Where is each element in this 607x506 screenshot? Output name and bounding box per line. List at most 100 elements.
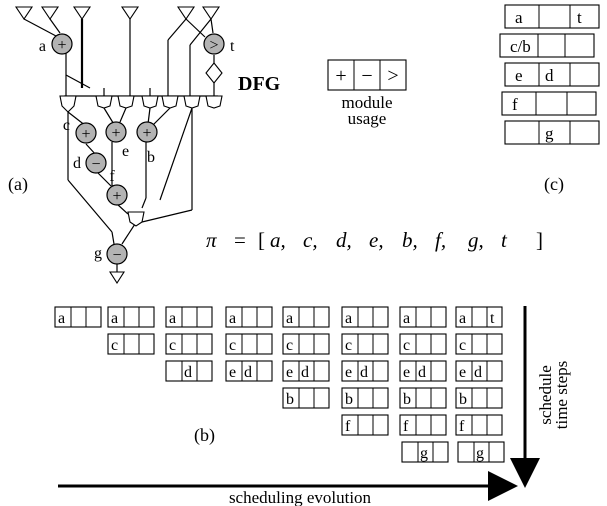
evolution-row: a — [341, 306, 389, 328]
pi-equals: = — [234, 228, 246, 252]
evolution-cell: d — [184, 364, 192, 381]
panel-label-c: (c) — [544, 174, 564, 195]
pi-item: g, — [468, 228, 484, 252]
scheduling-evolution-axis: scheduling evolution — [58, 471, 518, 506]
axis-label-schedule: schedule — [536, 365, 555, 424]
evolution-row: c — [225, 333, 273, 355]
evolution-cell: t — [490, 310, 495, 327]
evolution-cell: f — [345, 418, 351, 435]
dfg-output — [108, 271, 126, 285]
svg-text:b: b — [147, 149, 155, 166]
final-schedule-cell: g — [545, 124, 554, 143]
panel-label-a: (a) — [8, 174, 28, 195]
evolution-cell: c — [403, 337, 410, 354]
svg-text:+: + — [112, 188, 121, 205]
evolution-cell: d — [418, 364, 426, 381]
evolution-cell: b — [286, 391, 294, 408]
pi-item: t — [501, 228, 508, 252]
svg-text:+: + — [81, 126, 90, 143]
evolution-row: a — [165, 306, 213, 328]
evolution-cell: a — [286, 310, 293, 327]
evolution-cell: g — [476, 445, 484, 462]
dfg-op-f: + f — [106, 168, 128, 206]
evolution-row: b — [282, 387, 330, 409]
evolution-row: c — [341, 333, 389, 355]
svg-text:−: − — [112, 247, 121, 264]
evolution-row: f — [399, 414, 447, 436]
evolution-step: acd — [165, 306, 213, 382]
evolution-cell: a — [459, 310, 466, 327]
svg-text:>: > — [209, 37, 218, 54]
dfg-edges — [23, 18, 218, 272]
svg-text:d: d — [73, 155, 81, 172]
evolution-cell: f — [459, 418, 465, 435]
module-usage-label-2: usage — [348, 109, 387, 128]
final-schedule-cell: t — [577, 8, 582, 27]
pi-bracket-close: ] — [536, 228, 543, 252]
dfg-muxes — [59, 95, 223, 227]
pi-item: c, — [303, 228, 318, 252]
dfg-op-t: > t — [203, 33, 235, 55]
final-schedule-cell: f — [512, 95, 518, 114]
axis-label-evolution: scheduling evolution — [229, 488, 372, 506]
evolution-cell: e — [459, 364, 466, 381]
final-schedule-row: g — [504, 120, 600, 145]
evolution-row: d — [165, 360, 213, 382]
evolution-step: ac — [107, 306, 155, 355]
svg-text:+: + — [142, 125, 151, 142]
dfg-title: DFG — [238, 73, 281, 95]
pi-order: π = [ a,c,d,e,b,f,g,t ] — [206, 228, 543, 252]
dfg-op-g: − g — [94, 243, 128, 265]
evolution-cell: d — [474, 364, 482, 381]
evolution-cell: e — [345, 364, 352, 381]
evolution-row: g — [401, 441, 449, 463]
evolution-cell: c — [229, 337, 236, 354]
evolution-cell: b — [459, 391, 467, 408]
svg-text:f: f — [109, 168, 115, 185]
pi-items: a,c,d,e,b,f,g,t — [270, 228, 508, 252]
evolution-cell: a — [169, 310, 176, 327]
final-schedule-cell: d — [545, 66, 554, 85]
evolution-cell: e — [403, 364, 410, 381]
dfg-op-d: − d — [73, 152, 107, 174]
module-op-sub: − — [361, 65, 372, 87]
evolution-row: a — [107, 306, 155, 328]
evolution-cell: a — [58, 310, 65, 327]
pi-symbol: π — [206, 228, 217, 252]
evolution-cell: e — [286, 364, 293, 381]
panel-label-b: (b) — [194, 425, 215, 446]
evolution-cell: a — [345, 310, 352, 327]
evolution-row: b — [341, 387, 389, 409]
svg-text:g: g — [94, 245, 102, 262]
pi-item: e, — [369, 228, 384, 252]
svg-text:a: a — [39, 38, 46, 55]
evolution-cell: c — [286, 337, 293, 354]
evolution-cell: a — [229, 310, 236, 327]
dfg-op-b: + b — [136, 121, 158, 166]
pi-item: f, — [435, 228, 446, 252]
final-schedule-cell: c/b — [510, 37, 531, 56]
svg-text:+: + — [111, 125, 120, 142]
evolution-row: f — [341, 414, 389, 436]
evolution-cell: d — [244, 364, 252, 381]
dfg-op-c: + c — [63, 117, 97, 144]
svg-text:e: e — [122, 143, 129, 160]
dfg-op-e: + e — [105, 121, 129, 160]
schedule-time-axis: schedule time steps — [510, 306, 571, 488]
evolution-row: a — [225, 306, 273, 328]
evolution-cell: c — [111, 337, 118, 354]
pi-item: b, — [402, 228, 418, 252]
evolution-row: c — [455, 333, 503, 355]
dfg-diagram: + a > t + c + e + b − d + — [8, 6, 281, 285]
dfg-inputs — [14, 6, 221, 20]
evolution-step: a — [54, 306, 102, 328]
